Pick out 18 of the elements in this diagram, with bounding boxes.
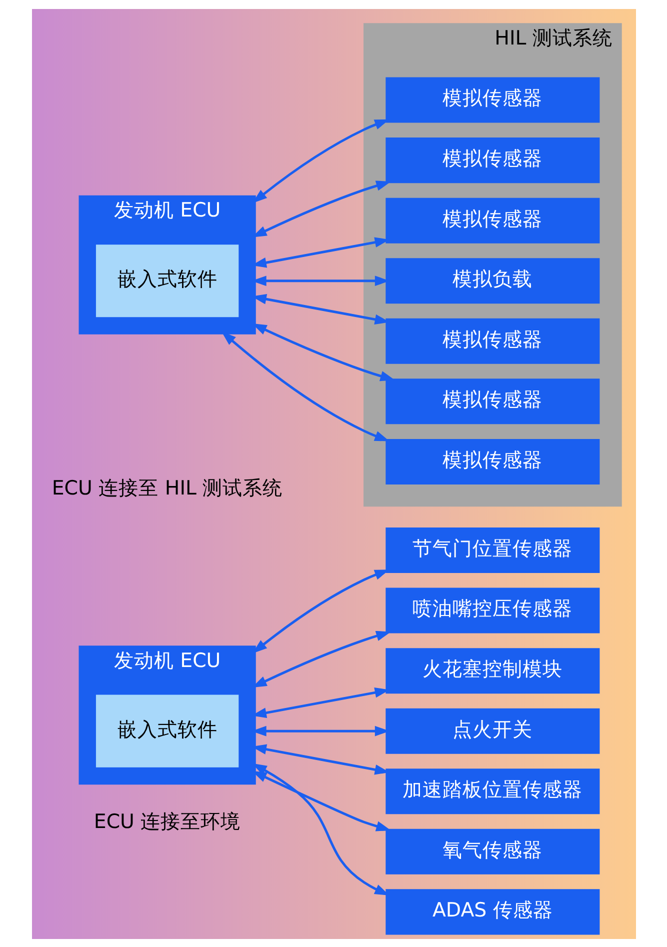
node-box: 喷油嘴控压传感器: [385, 587, 600, 633]
node-box: 加速踏板位置传感器: [385, 768, 600, 814]
node-box: 节气门位置传感器: [385, 527, 600, 573]
node-box: 模拟传感器: [385, 318, 600, 364]
node-box: ADAS 传感器: [385, 888, 600, 934]
node-box: 模拟传感器: [385, 197, 600, 243]
label: ECU 连接至 HIL 测试系统: [51, 476, 282, 500]
node-box: 嵌入式软件: [95, 244, 238, 317]
node-box: 模拟负载: [385, 258, 600, 304]
label: ECU 连接至环境: [93, 810, 240, 833]
node-box: 氧气传感器: [385, 828, 600, 874]
node-box: 模拟传感器: [385, 137, 600, 183]
node-box: 火花塞控制模块: [385, 648, 600, 694]
node-box: 模拟传感器: [385, 378, 600, 424]
node-box: 嵌入式软件: [95, 694, 238, 767]
node-box: 模拟传感器: [385, 76, 600, 122]
node-box: 点火开关: [385, 708, 600, 754]
node-box: 模拟传感器: [385, 438, 600, 484]
